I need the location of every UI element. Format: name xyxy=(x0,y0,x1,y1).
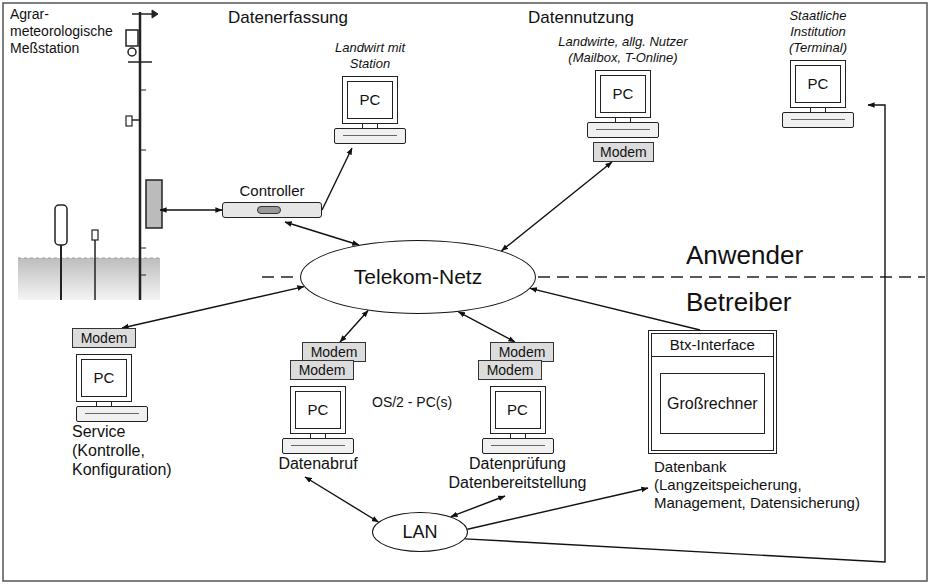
role-label: Datenabruf xyxy=(270,454,366,473)
lan-ellipse: LAN xyxy=(372,512,468,552)
modem-label: Modem xyxy=(497,344,547,360)
monitor: PC xyxy=(790,60,846,108)
soil xyxy=(18,258,160,300)
connector-arrow xyxy=(322,148,352,210)
role-label: Datenprüfung Datenbereitstellung xyxy=(430,454,605,492)
monitor: PC xyxy=(342,76,398,124)
pc-terminal: PC Datenprüfung Datenbereitstellung xyxy=(430,382,605,496)
screen: PC xyxy=(81,359,127,397)
mainframe-box: Großrechner xyxy=(660,373,765,434)
pc-label: PC xyxy=(308,402,329,418)
pc-label: PC xyxy=(613,86,634,102)
modem-label: Modem xyxy=(485,362,535,378)
user-label: Landwirt mit Station xyxy=(328,40,412,72)
pc-label: PC xyxy=(360,92,381,108)
monitor: PC xyxy=(76,354,132,402)
controller-case xyxy=(222,202,322,218)
controller-device: Controller xyxy=(222,182,322,222)
zone-label: Anwender xyxy=(686,240,803,271)
section-heading: Datennutzung xyxy=(528,8,634,28)
pc-label: PC xyxy=(507,402,528,418)
user-label: Landwirte, allg. Nutzer (Mailbox, T-Onli… xyxy=(548,34,698,66)
device-label: Controller xyxy=(222,182,322,200)
modem-box: Modem xyxy=(478,360,542,380)
mainframe-node: Btx-InterfaceGroßrechnerDatenbank (Langz… xyxy=(648,330,873,516)
modem-label: Modem xyxy=(309,344,359,360)
network-label: Telekom-Netz xyxy=(354,265,482,289)
pc-terminal: PC Service (Kontrolle, Konfiguration) xyxy=(72,350,202,483)
screen: PC xyxy=(600,75,646,113)
screen: PC xyxy=(795,65,841,103)
station-node: Agrar- meteorologische Meßstation xyxy=(10,6,160,304)
database-label: Datenbank (Langzeitspeicherung, Manageme… xyxy=(648,458,873,512)
pc-label: PC xyxy=(808,76,829,92)
modem-box: Modem xyxy=(593,142,654,162)
pc-terminal: PC Datenabruf xyxy=(270,382,366,477)
modem-box: Modem xyxy=(72,328,136,348)
connector-arrow xyxy=(468,488,648,529)
modem-label: Modem xyxy=(297,362,347,378)
modem-label: Modem xyxy=(600,144,647,160)
computer-base xyxy=(587,122,659,138)
probe xyxy=(55,205,67,245)
interface-label: Btx-Interface xyxy=(660,336,765,354)
pc-terminal: Staatliche Institution (Terminal) PC xyxy=(768,8,868,132)
controller-panel xyxy=(257,206,281,214)
connector-arrow xyxy=(122,287,304,328)
monitor: PC xyxy=(490,386,546,434)
monitor: PC xyxy=(290,386,346,434)
zone-label: Betreiber xyxy=(686,287,792,318)
station-label: Agrar- meteorologische Meßstation xyxy=(10,6,128,57)
frame-border xyxy=(3,3,927,581)
mainframe-body: Großrechner xyxy=(652,357,773,450)
screen: PC xyxy=(495,391,541,429)
computer-base xyxy=(782,112,854,128)
mainframe-housing: Btx-InterfaceGroßrechner xyxy=(648,330,777,454)
network-ellipse: Telekom-Netz xyxy=(300,240,536,314)
box-label: Großrechner xyxy=(667,394,758,413)
role-label: Service (Kontrolle, Konfiguration) xyxy=(72,422,202,479)
computer-base xyxy=(482,438,554,454)
sensor xyxy=(126,30,138,46)
section-heading: Datenerfassung xyxy=(228,8,348,28)
connector-arrow xyxy=(285,222,359,245)
user-label: Staatliche Institution (Terminal) xyxy=(768,8,868,56)
modem-box: Modem xyxy=(290,360,354,380)
os-label: OS/2 - PC(s) xyxy=(372,394,452,410)
pc-terminal: Landwirt mit StationPC xyxy=(328,40,412,148)
modem-label: Modem xyxy=(79,330,129,346)
connector-arrow xyxy=(451,496,505,517)
pc-terminal: Landwirte, allg. Nutzer (Mailbox, T-Onli… xyxy=(548,34,698,142)
pc-label: PC xyxy=(94,370,115,386)
connector-arrow xyxy=(160,209,222,210)
connector-arrow xyxy=(458,312,515,342)
modem-box: Modem xyxy=(490,342,554,362)
connector-arrow xyxy=(501,162,612,251)
modem-box: Modem xyxy=(302,342,366,362)
interface-strip: Btx-Interface xyxy=(652,334,773,357)
mast xyxy=(139,12,142,300)
connector-arrow xyxy=(465,105,885,562)
connector-arrow xyxy=(305,477,378,522)
screen: PC xyxy=(295,391,341,429)
computer-base xyxy=(76,406,148,422)
computer-base xyxy=(282,438,354,454)
computer-base xyxy=(334,128,406,144)
network-label: LAN xyxy=(402,522,437,543)
logger-box xyxy=(146,180,162,228)
connector-arrow xyxy=(340,311,368,342)
screen: PC xyxy=(347,81,393,119)
connector-arrow xyxy=(530,288,700,330)
monitor: PC xyxy=(595,70,651,118)
